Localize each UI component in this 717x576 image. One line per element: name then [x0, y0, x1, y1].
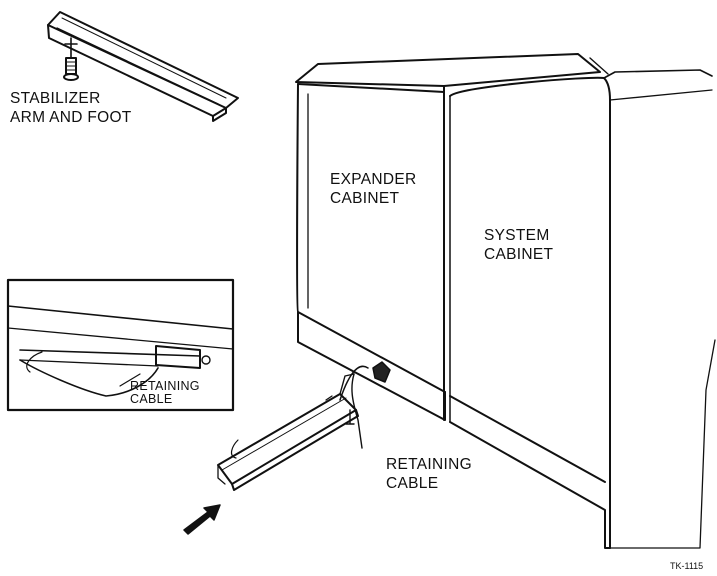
inset-retaining-cable-label: RETAINING CABLE [130, 380, 200, 406]
expander-label-line-1: EXPANDER [330, 171, 417, 188]
inset-cable-label-line-1: RETAINING [130, 379, 200, 393]
retaining-cable-label: RETAINING CABLE [386, 455, 472, 493]
inset-detail-drawing [6, 278, 235, 412]
system-cabinet-label: SYSTEM CABINET [484, 226, 553, 264]
figure-id-label: TK-1115 [670, 561, 704, 571]
inset-cable-label-line-2: CABLE [130, 392, 173, 406]
cabinets-drawing [295, 53, 716, 549]
stabilizer-arm-label: STABILIZER ARM AND FOOT [10, 89, 132, 127]
expander-label-line-2: CABINET [330, 190, 400, 207]
expander-cabinet-label: EXPANDER CABINET [330, 170, 417, 208]
stabilizer-arm-drawing [47, 11, 239, 122]
installed-arm-drawing [183, 373, 363, 535]
cable-label-line-2: CABLE [386, 475, 439, 492]
system-label-line-2: CABINET [484, 246, 554, 263]
stabilizer-label-line-2: ARM AND FOOT [10, 109, 132, 126]
system-label-line-1: SYSTEM [484, 227, 550, 244]
stabilizer-label-line-1: STABILIZER [10, 90, 101, 107]
cable-label-line-1: RETAINING [386, 456, 472, 473]
